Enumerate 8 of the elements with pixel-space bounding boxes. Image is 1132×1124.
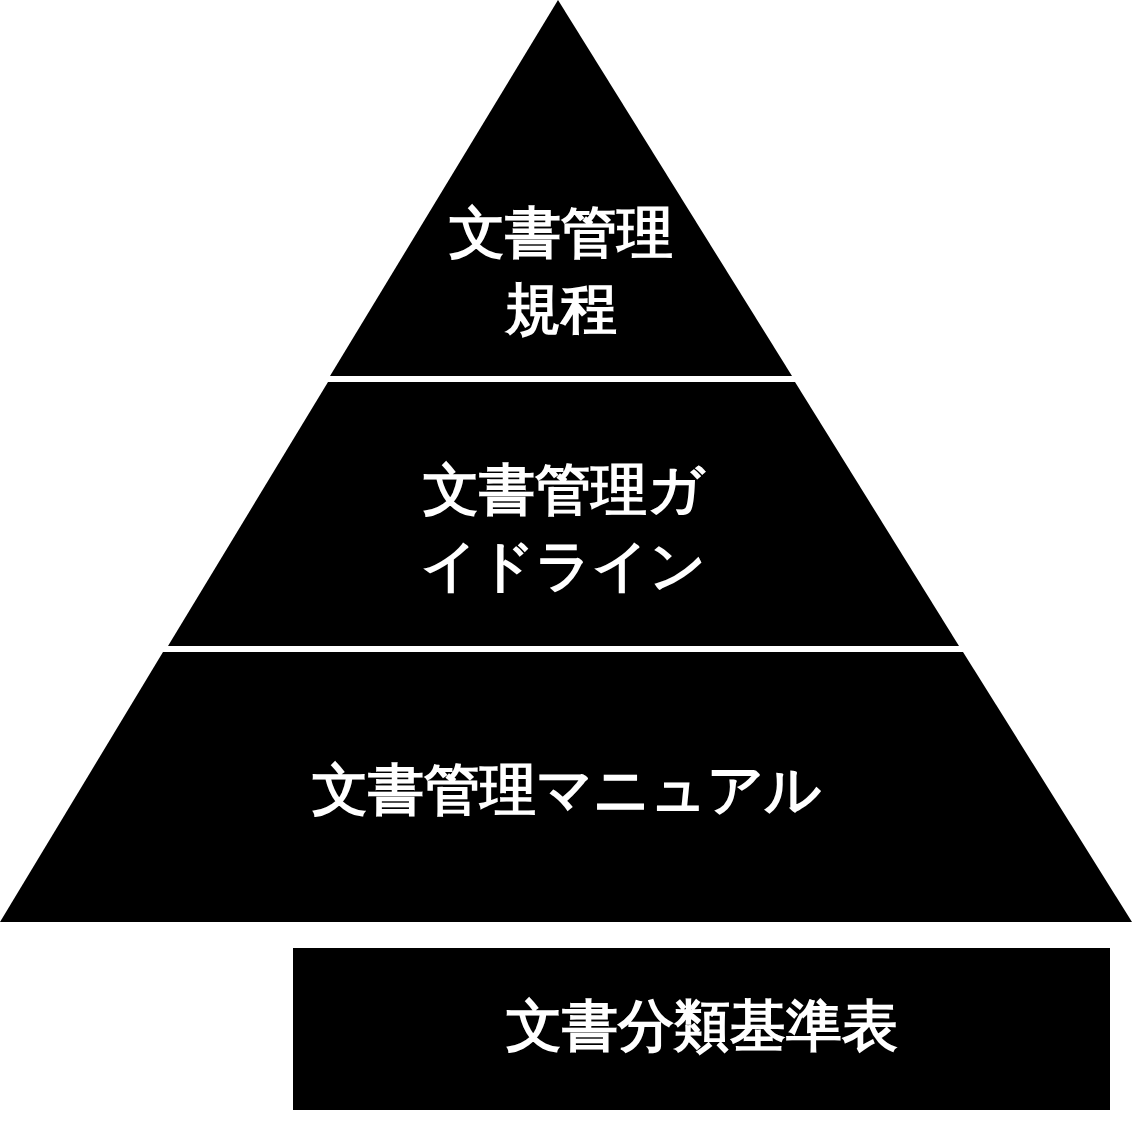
pyramid-middle-band [168, 382, 959, 646]
tier-label: 文書管理規程 [448, 199, 674, 343]
base-rectangle [293, 948, 1110, 1110]
pyramid-top-triangle [330, 0, 792, 376]
tier-label: 文書分類基準表 [504, 992, 899, 1060]
tier-label: 文書管理ガイドライン [420, 456, 707, 600]
tier-label: 文書管理マニュアル [310, 756, 822, 824]
pyramid-base-band [0, 652, 1132, 922]
